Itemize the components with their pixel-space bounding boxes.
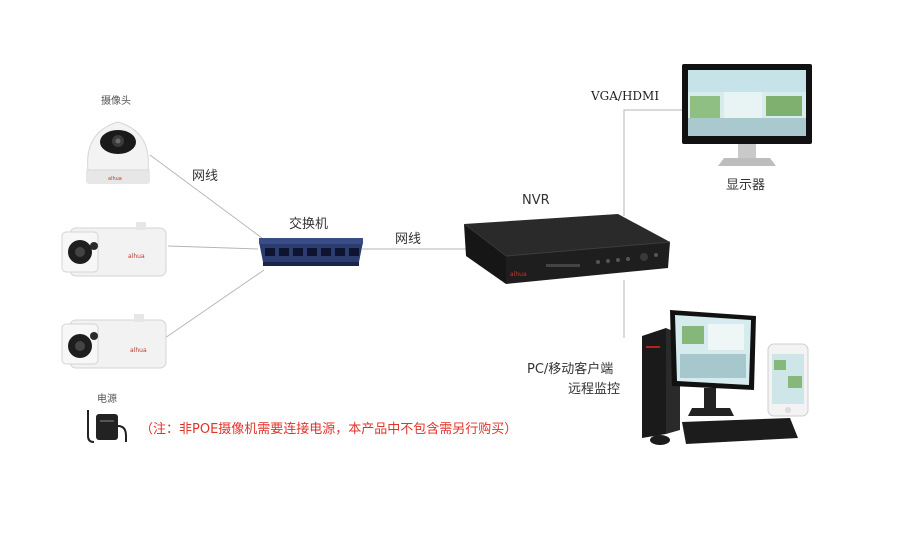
pc-workstation (642, 310, 809, 445)
switch-label: 交换机 (289, 217, 329, 232)
dome-camera: alhua (86, 121, 150, 184)
line-nvr-to-monitor (623, 109, 685, 216)
power-adapter (87, 410, 127, 443)
line-bullet1-to-switch (167, 245, 259, 250)
nvr-label: NVR (522, 193, 550, 208)
bullet-camera-top-brand: alhua (128, 253, 145, 260)
bullet-camera-top: alhua (61, 222, 167, 277)
line-dome-to-switch (149, 154, 263, 239)
monitor (682, 64, 812, 166)
cable-label-left: 网线 (192, 169, 219, 184)
network-switch (259, 238, 363, 266)
cable-label-mid: 网线 (395, 232, 422, 247)
power-note: （注：非POE摄像机需要连接电源，本产品中不包含需另行购买） (140, 422, 518, 437)
bullet-camera-bottom-brand: alhua (130, 347, 147, 354)
bullet-camera-bottom: alhua (61, 314, 167, 369)
nvr-recorder: alhua (464, 214, 671, 284)
pc-label-line1: PC/移动客户端 (527, 362, 614, 377)
display-label: 显示器 (726, 178, 766, 193)
dome-camera-brand: alhua (108, 176, 122, 182)
vga-label: VGA/HDMI (591, 89, 660, 103)
power-label: 电源 (97, 394, 117, 405)
camera-label: 摄像头 (101, 96, 131, 107)
pc-label-line2: 远程监控 (568, 382, 621, 397)
nvr-brand: alhua (510, 271, 527, 278)
line-bullet2-to-switch (164, 269, 265, 339)
